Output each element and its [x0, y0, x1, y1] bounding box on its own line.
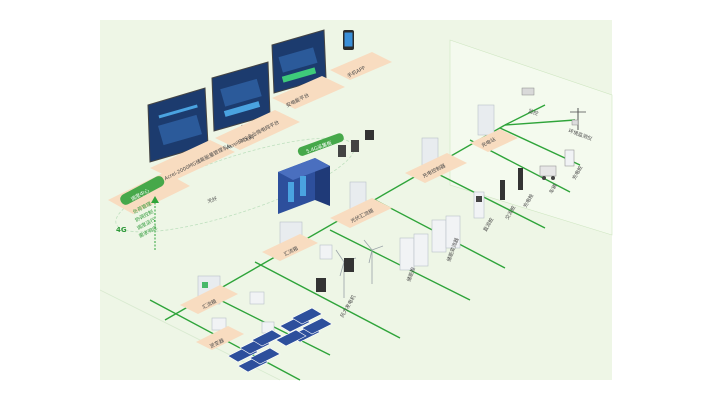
pv-array-left: [227, 329, 283, 373]
right-wall: [449, 39, 613, 236]
phone: [343, 30, 354, 50]
monitor-label: 监控: [527, 107, 539, 117]
cabinet-top-right: 充电站: [470, 104, 518, 152]
vehicle-label: 车辆: [548, 183, 559, 195]
cabinet-charging-station: 充电控制器: [405, 137, 467, 183]
four-g-label: 4G: [116, 226, 127, 234]
pv-array-right: [275, 307, 333, 347]
battery-cabinets: 储能柜 储能变流器: [399, 215, 460, 283]
battery-cab-label: 储能柜: [405, 266, 417, 283]
vehicle: 车辆: [539, 165, 559, 195]
inverters: 逆变器: [196, 244, 354, 350]
camera: 监控: [521, 87, 539, 117]
monitor-left: [147, 87, 209, 169]
gateway-cabinet: 5.4G采集柜: [278, 130, 374, 214]
platform-pads: Acrel-2000MG储能能量管理系统 AcrelEMS企业微电网平台 安电能…: [150, 52, 392, 182]
dispatch-center: 调度中心 4G 负荷管理 协调控制 调度运行 需求响应: [108, 172, 190, 250]
network-label-a: 以太网: [238, 134, 254, 145]
network-label-b: 光纤: [206, 195, 218, 205]
cabinet-pv-box: 汇流箱: [180, 275, 238, 314]
cabinet-pv-collector: 光伏汇流箱: [330, 181, 392, 228]
